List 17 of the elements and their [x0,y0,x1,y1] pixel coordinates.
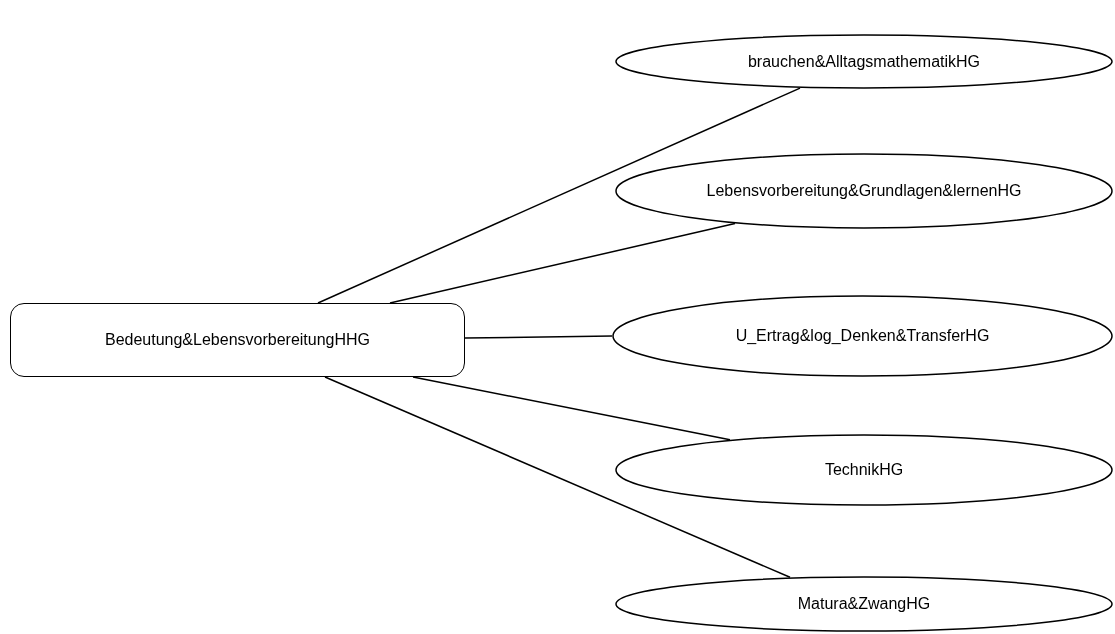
node-label: brauchen&AlltagsmathematikHG [747,52,981,71]
node-label: U_Ertrag&log_Denken&TransferHG [735,327,990,345]
topic-ellipse [612,295,1113,377]
topic-ellipse [615,576,1113,632]
connector-line [317,87,801,304]
node-label: Lebensvorbereitung&Grundlagen&lernenHG [706,182,1022,200]
topic-box [10,303,465,377]
connector-line [412,376,731,441]
topic-ellipse [615,434,1113,506]
connector-line [464,335,613,339]
topic-ellipse [615,153,1113,229]
connector-line [324,376,791,578]
node-label: Matura&ZwangHG [797,595,931,613]
connector-line [389,222,736,304]
node-label: Bedeutung&LebensvorbereitungHHG [104,331,371,349]
topic-ellipse [615,34,1113,89]
node-label: TechnikHG [824,461,904,479]
